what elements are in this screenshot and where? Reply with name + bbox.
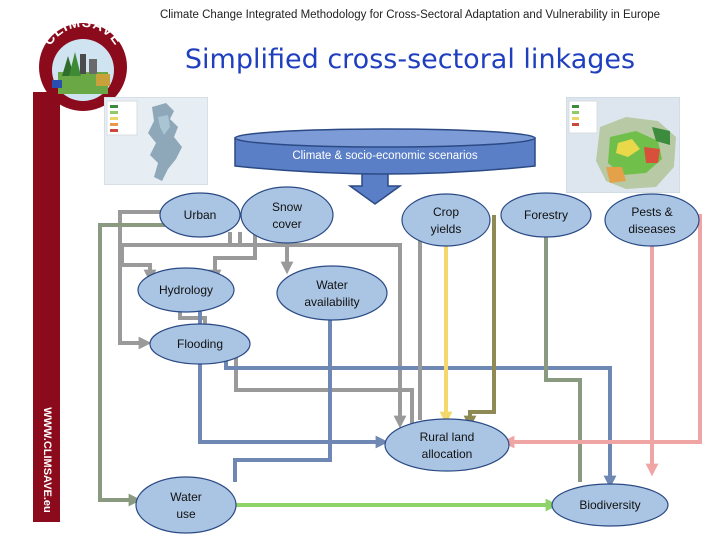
node-urban: Urban: [159, 192, 241, 238]
scotland-map-thumbnail: [104, 97, 208, 185]
node-snow-cover: Snow cover: [240, 186, 334, 244]
node-biodiversity-label: Biodiversity: [579, 498, 640, 512]
node-pests-label-2: diseases: [628, 222, 675, 236]
node-water-use: Water use: [135, 476, 237, 534]
climsave-logo: CLIMSAVE: [39, 14, 127, 111]
node-rural-label-1: Rural land: [420, 430, 475, 444]
link-urban-hydrology: [120, 232, 242, 283]
link-pests-rural: [501, 214, 702, 449]
node-urban-label: Urban: [184, 208, 217, 222]
node-crop-label-1: Crop: [433, 205, 459, 219]
banner-label: Climate & socio-economic scenarios: [292, 150, 478, 162]
scenario-down-arrow: [347, 171, 403, 205]
node-flooding-label: Flooding: [177, 337, 223, 351]
node-wateravail-label-1: Water: [316, 278, 348, 292]
node-crop-yields: Crop yields: [401, 193, 491, 247]
node-pests-diseases: Pests & diseases: [604, 193, 700, 247]
link-wateravail-wateruse: [233, 310, 332, 482]
link-forestry-rural: [463, 215, 496, 429]
node-wateruse-label-1: Water: [170, 490, 202, 504]
node-snow-label-2: cover: [272, 217, 301, 231]
node-hydrology-label: Hydrology: [159, 283, 213, 297]
node-hydrology: Hydrology: [137, 267, 235, 313]
node-water-availability: Water availability: [276, 265, 388, 321]
link-forestry-biodiversity: [544, 232, 582, 482]
node-wateruse-label-2: use: [176, 507, 196, 521]
link-urban-wateruse: [98, 223, 165, 507]
node-wateravail-label-2: availability: [304, 295, 359, 309]
node-snow-label-1: Snow: [272, 200, 302, 214]
link-snow-hydrology: [208, 215, 257, 283]
slide-title: Simplified cross-sectoral linkages: [184, 44, 636, 75]
node-pests-label-1: Pests &: [631, 205, 672, 219]
node-flooding: Flooding: [149, 323, 251, 365]
header-title: Climate Change Integrated Methodology fo…: [159, 9, 661, 21]
node-forestry: Forestry: [500, 192, 592, 238]
node-biodiversity: Biodiversity: [551, 483, 669, 527]
europe-map-thumbnail: [566, 97, 680, 193]
node-forestry-label: Forestry: [524, 208, 568, 222]
link-urban-rural: [228, 232, 407, 429]
scenario-banner: Climate & socio-economic scenarios: [234, 128, 536, 175]
side-bar: [33, 92, 60, 522]
link-urban-flooding: [118, 210, 165, 350]
node-crop-label-2: yields: [431, 222, 462, 236]
link-flooding-biodiversity: [234, 345, 414, 432]
node-rural-label-2: allocation: [422, 447, 473, 461]
node-rural-land-allocation: Rural land allocation: [384, 418, 510, 472]
link-wateravail-rural: [198, 300, 389, 449]
